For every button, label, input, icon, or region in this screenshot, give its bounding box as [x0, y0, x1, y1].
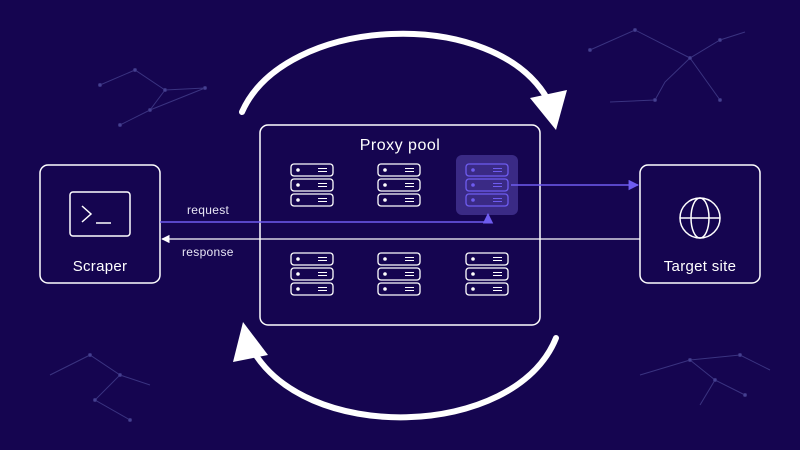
server-rack-icon [290, 252, 334, 296]
server-rack-icon [465, 252, 509, 296]
response-label: response [182, 245, 234, 259]
server-rack-icon [290, 163, 334, 207]
rotation-arrowhead-bottom [233, 322, 268, 362]
globe-icon [679, 197, 721, 239]
rotation-arrows-icon [233, 30, 567, 421]
request-label: request [187, 203, 230, 217]
scraper-label: Scraper [72, 258, 128, 275]
target-site-label: Target site [663, 258, 737, 275]
server-rack-icon-active [465, 163, 509, 207]
scraper-node [39, 164, 161, 284]
rotation-arc-top [239, 30, 551, 115]
target-site-node [639, 164, 761, 284]
constellation-decoration [49, 28, 771, 422]
request-connector [160, 212, 494, 224]
rotation-arc-bottom [247, 335, 559, 421]
server-grid [290, 163, 509, 296]
server-rack-icon [377, 163, 421, 207]
server-rack-icon [377, 252, 421, 296]
proxy-pool-title: Proxy pool [359, 137, 441, 154]
terminal-icon [69, 191, 131, 237]
rotation-arrowhead-top [530, 90, 567, 130]
